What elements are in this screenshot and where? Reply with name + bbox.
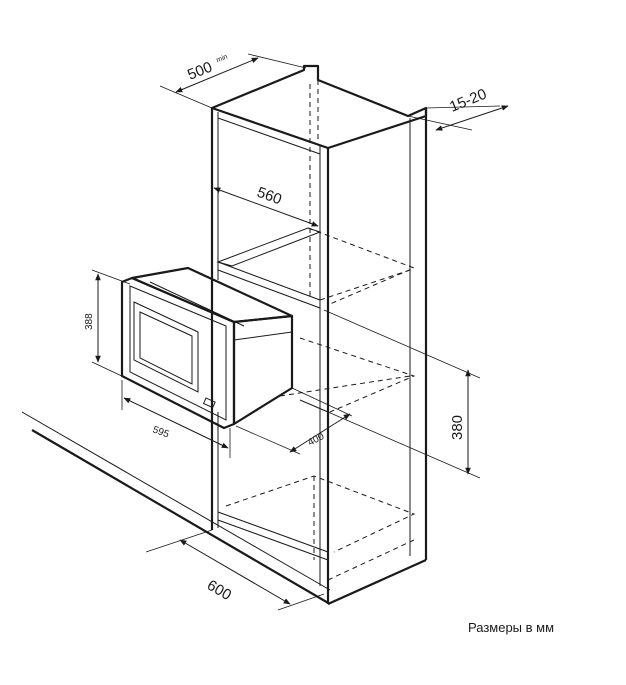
dim-depth-min-suffix: min bbox=[216, 54, 229, 65]
dim-appliance-height: 388 bbox=[84, 269, 131, 379]
dim-appliance-width-label: 595 bbox=[151, 424, 171, 440]
dim-inner-width: 560 bbox=[213, 184, 319, 227]
floor-lines bbox=[21, 411, 331, 605]
dim-gap-label: 15-20 bbox=[447, 86, 489, 116]
dim-cabinet-width-label: 600 bbox=[204, 577, 234, 604]
dim-appliance-depth-label: 400 bbox=[306, 431, 326, 449]
dim-niche-height-label: 380 bbox=[449, 415, 466, 440]
dim-appliance-width: 595 bbox=[121, 380, 231, 458]
dim-appliance-depth: 400 bbox=[235, 387, 353, 455]
dim-appliance-height-label: 388 bbox=[84, 313, 95, 330]
units-caption: Размеры в мм bbox=[468, 620, 555, 635]
cabinet bbox=[210, 64, 428, 606]
dim-niche-height: 380 bbox=[323, 309, 481, 479]
microwave bbox=[120, 266, 294, 430]
dim-cabinet-width: 600 bbox=[145, 529, 325, 611]
dim-depth-min-label: 500 bbox=[185, 59, 215, 84]
dim-gap: 15-20 bbox=[407, 86, 509, 131]
